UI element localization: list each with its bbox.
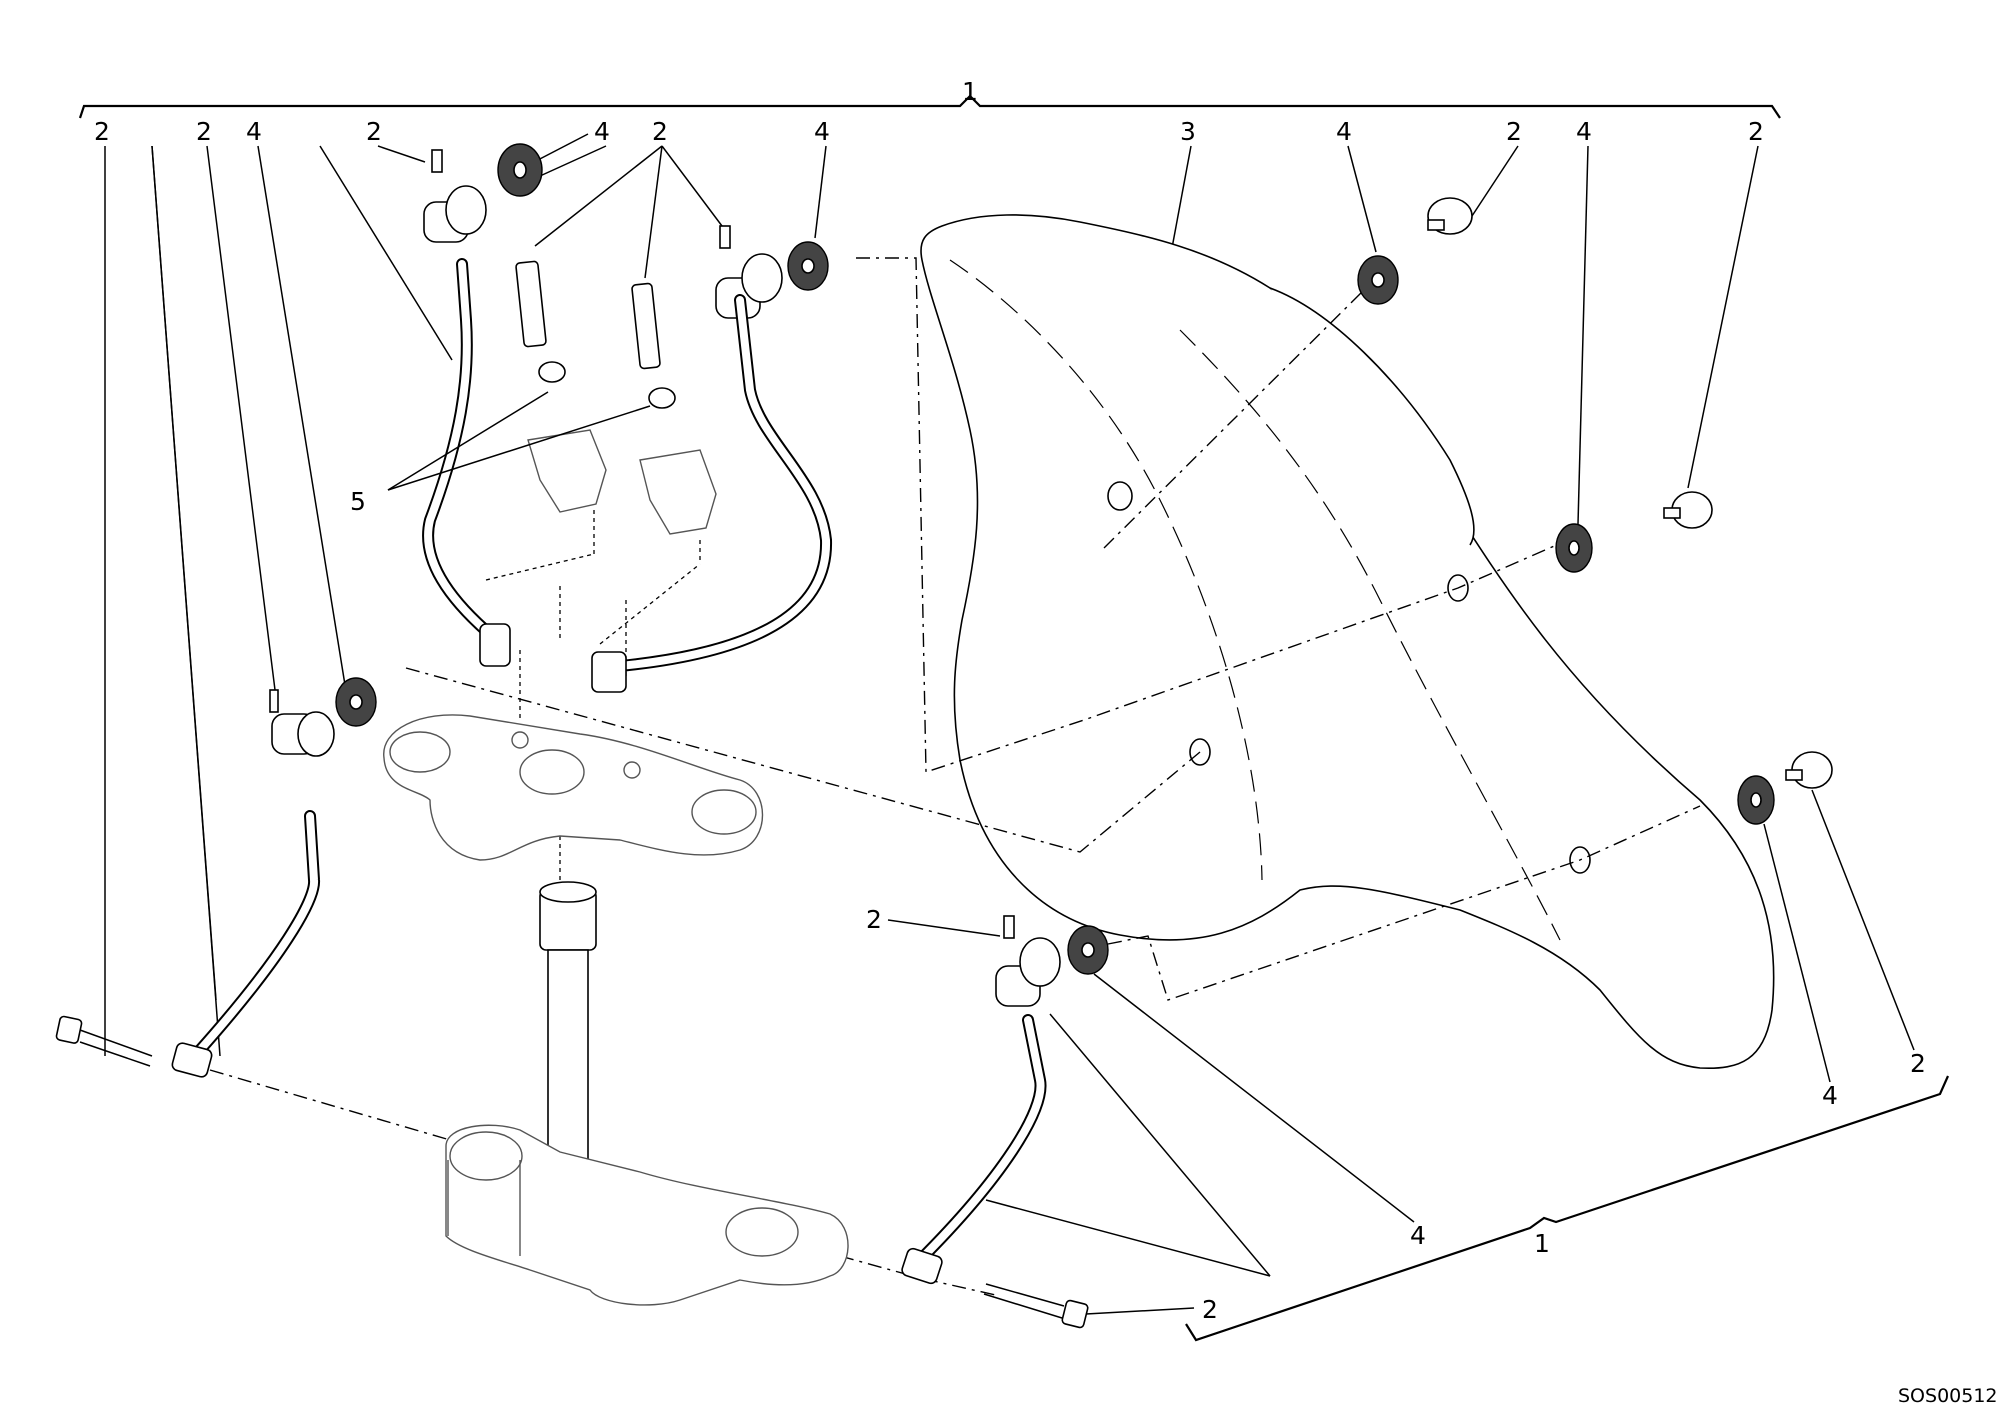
leader-2-bottom-bolt — [1085, 1307, 1195, 1315]
callout-2-lower-mirror: 2 — [866, 905, 882, 934]
upper-left-mirror-bracket — [422, 143, 543, 667]
leader-2-right — [1811, 789, 1915, 1051]
leader-lower-bracket-b — [985, 1199, 1271, 1277]
leader-2-lower-mirror — [887, 919, 1001, 937]
top-group-bracket — [78, 94, 1781, 119]
callout-2-right: 2 — [1910, 1049, 1926, 1078]
lower-right-mirror-bracket — [901, 915, 1109, 1329]
callout-2-far-left: 2 — [94, 117, 110, 146]
callout-3-windscreen: 3 — [1180, 117, 1196, 146]
callout-2-upper-mirror: 2 — [366, 117, 382, 146]
callout-2-screen-mid: 2 — [1748, 117, 1764, 146]
top-triple-clamp — [383, 714, 764, 861]
left-long-bolt — [55, 1015, 153, 1067]
callout-4-right: 4 — [1822, 1081, 1838, 1110]
callout-2-left: 2 — [196, 117, 212, 146]
callout-4-left: 4 — [246, 117, 262, 146]
callout-4-upper-mirror: 4 — [594, 117, 610, 146]
bottom-group-bracket — [1185, 1075, 1950, 1342]
callout-2-bottom-bolt: 2 — [1202, 1295, 1218, 1324]
callout-5-washers: 5 — [350, 487, 366, 516]
callout-4-screen-top: 4 — [1336, 117, 1352, 146]
callout-2-bolts: 2 — [652, 117, 668, 146]
callout-1-bottom: 1 — [1534, 1229, 1550, 1258]
leader-lower-bracket-a — [1049, 1013, 1271, 1277]
windscreen — [920, 214, 1775, 1070]
screen-fasteners — [1357, 197, 1833, 825]
callout-2-screen-top: 2 — [1506, 117, 1522, 146]
drawing-code: SOS00512 — [1898, 1385, 1998, 1407]
leader-4-bottom — [1093, 973, 1415, 1223]
callout-1-top: 1 — [962, 77, 978, 106]
left-mirror-bracket — [171, 677, 377, 1078]
leader-4-right — [1763, 823, 1831, 1083]
callout-4-right-mirror: 4 — [814, 117, 830, 146]
bottom-triple-clamp — [445, 1124, 849, 1306]
handlebar-clamps — [387, 260, 717, 535]
top-leader-lines — [104, 133, 1759, 1057]
callout-4-bottom: 4 — [1410, 1221, 1426, 1250]
upper-right-mirror-bracket — [591, 225, 833, 693]
callout-4-screen-mid: 4 — [1576, 117, 1592, 146]
